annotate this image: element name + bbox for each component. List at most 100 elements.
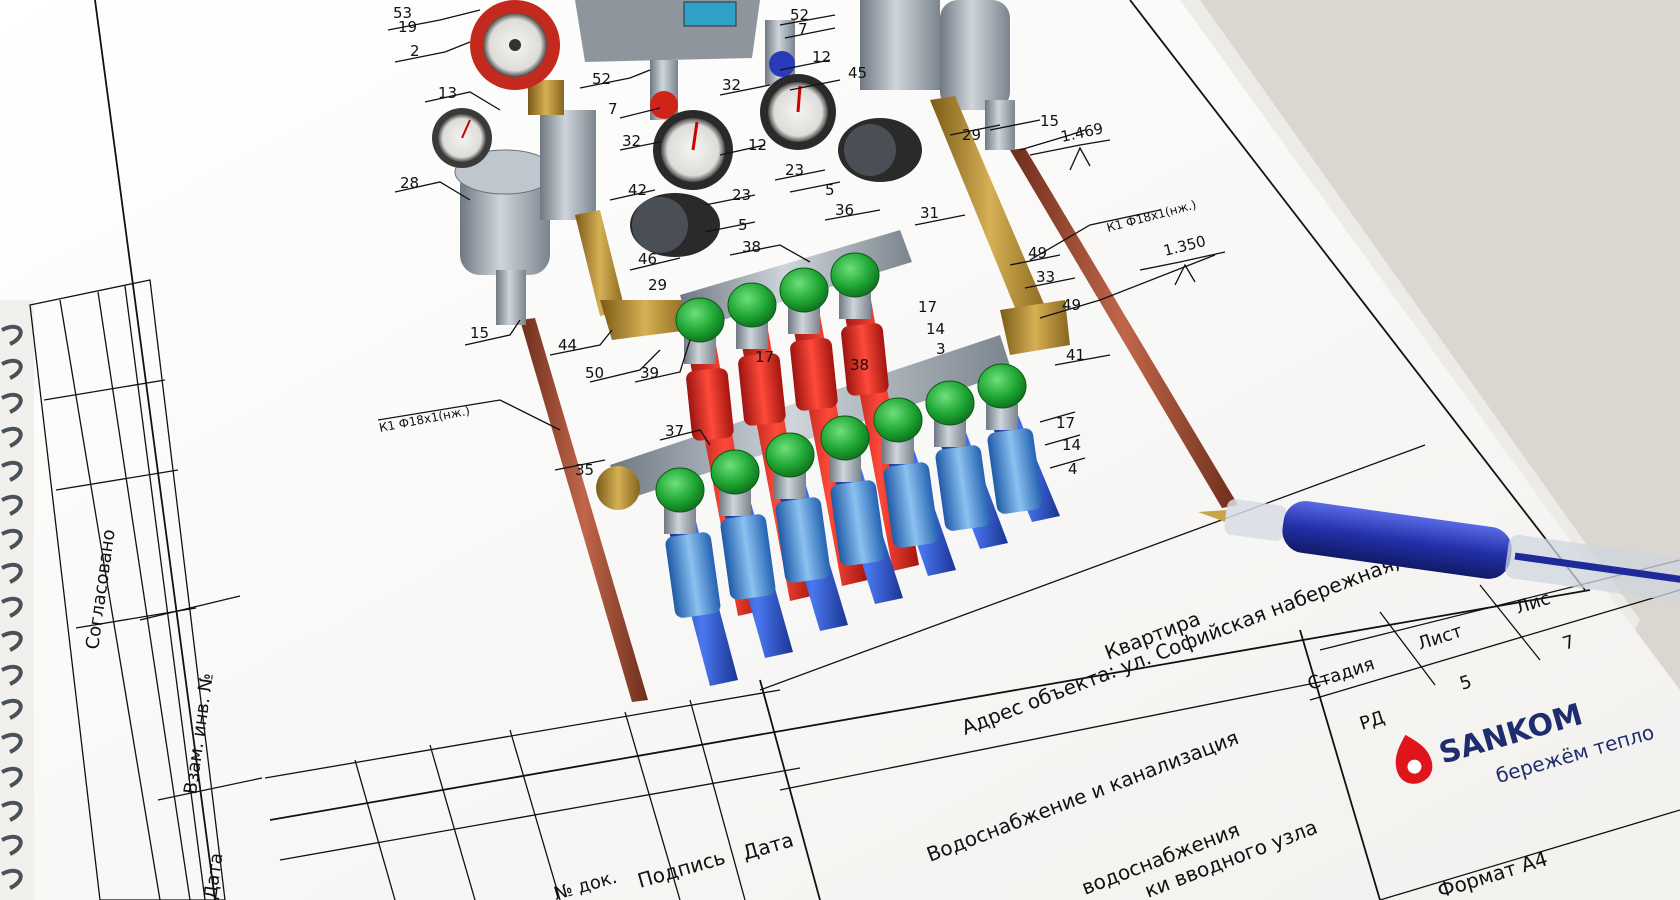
elevation-arrow-bottom bbox=[1174, 263, 1196, 286]
leader-line bbox=[774, 169, 826, 181]
title-block-row bbox=[759, 444, 1426, 691]
callout-38-lower: 38 bbox=[850, 356, 869, 374]
callout-15-right: 15 bbox=[1040, 112, 1059, 130]
leader-line bbox=[1024, 277, 1076, 289]
callout-50: 50 bbox=[585, 364, 604, 382]
binding-coil bbox=[1, 868, 23, 890]
title-block-col bbox=[1299, 629, 1381, 900]
leader-line bbox=[1044, 434, 1081, 446]
title-block-row bbox=[1309, 589, 1680, 701]
leader-line bbox=[1054, 354, 1111, 366]
callout-23-left: 23 bbox=[732, 186, 751, 204]
title-block-row bbox=[779, 679, 1331, 791]
valve-cap bbox=[675, 297, 725, 343]
valve-cap bbox=[710, 449, 760, 495]
leader-line bbox=[464, 319, 521, 346]
callout-44: 44 bbox=[558, 336, 577, 354]
copper-pipe-left bbox=[520, 318, 648, 702]
valve-cap bbox=[655, 467, 705, 513]
title-block-row bbox=[1379, 809, 1680, 900]
leader-line bbox=[1019, 129, 1086, 151]
binding-coil bbox=[1, 800, 23, 822]
boiler-unit bbox=[575, 0, 760, 62]
callout-53: 53 bbox=[393, 4, 412, 22]
drawing-frame bbox=[94, 0, 1586, 900]
callout-42: 42 bbox=[628, 181, 647, 199]
callout-4: 4 bbox=[1068, 460, 1078, 478]
valve-cap bbox=[820, 415, 870, 461]
title-block-row bbox=[264, 689, 781, 779]
leader-line bbox=[1029, 209, 1161, 261]
callout-31: 31 bbox=[920, 204, 939, 222]
leader-line bbox=[789, 79, 841, 91]
leader-line bbox=[704, 221, 756, 233]
callout-49-upper: 49 bbox=[1028, 244, 1047, 262]
callout-52-left: 52 bbox=[592, 70, 611, 88]
binding-coil bbox=[1, 528, 23, 550]
cold-hose-fitting bbox=[935, 445, 991, 531]
callout-32-left: 32 bbox=[622, 132, 641, 150]
callout-36: 36 bbox=[835, 201, 854, 219]
leader-line bbox=[1039, 254, 1216, 319]
hot-hose-fitting bbox=[841, 323, 889, 396]
callout-17-upper: 17 bbox=[918, 298, 937, 316]
callout-29-left: 29 bbox=[648, 276, 667, 294]
binding-coils bbox=[1, 324, 23, 890]
callout-28: 28 bbox=[400, 174, 419, 192]
cold-hose-fitting bbox=[720, 514, 776, 600]
leader-line bbox=[784, 27, 836, 39]
side-row-line bbox=[43, 379, 166, 401]
cold-outlet-hoses bbox=[665, 410, 1060, 686]
valve-cap bbox=[977, 363, 1027, 409]
leader-line bbox=[424, 91, 501, 111]
cold-hose-fitting bbox=[665, 532, 721, 618]
callout-41: 41 bbox=[1066, 346, 1085, 364]
leader-line bbox=[719, 144, 766, 156]
manifold-end-cap bbox=[596, 466, 640, 510]
elevation-arrow-top bbox=[1069, 146, 1091, 171]
drop-icon-inner bbox=[1407, 759, 1422, 774]
binding-coil bbox=[1, 698, 23, 720]
cold-hose-fitting bbox=[830, 480, 886, 566]
callout-14-upper: 14 bbox=[926, 320, 945, 338]
callout-12-right: 12 bbox=[812, 48, 831, 66]
water-filter-left bbox=[454, 80, 596, 325]
piping-assembly bbox=[432, 0, 1238, 702]
pen-tip bbox=[1198, 509, 1227, 522]
pressure-gauge-top-left bbox=[470, 0, 560, 90]
leader-line bbox=[949, 124, 1001, 136]
callout-7-left: 7 bbox=[608, 100, 618, 118]
callout-35: 35 bbox=[575, 461, 594, 479]
leader-line bbox=[619, 141, 661, 151]
binding-coil bbox=[1, 596, 23, 618]
hot-hose-fitting bbox=[738, 353, 786, 426]
binding-coil bbox=[1, 494, 23, 516]
callout-5-right: 5 bbox=[825, 181, 835, 199]
binding-coil bbox=[1, 324, 23, 346]
pen-ink-tube bbox=[1514, 552, 1680, 586]
callout-5-left: 5 bbox=[738, 216, 748, 234]
leader-line bbox=[1009, 254, 1061, 266]
callout-38-upper: 38 bbox=[742, 238, 761, 256]
brass-pipe-right bbox=[930, 96, 1050, 325]
leader-line bbox=[629, 257, 681, 271]
water-filter-right bbox=[860, 0, 1015, 150]
leader-line bbox=[1049, 457, 1086, 469]
cold-hose-fitting bbox=[987, 428, 1043, 514]
callout-2: 2 bbox=[410, 42, 420, 60]
valve-caps bbox=[655, 252, 1027, 534]
leader-line bbox=[659, 429, 711, 446]
binding-coil bbox=[1, 766, 23, 788]
leader-line bbox=[579, 69, 651, 89]
callout-leaders bbox=[377, 9, 1226, 471]
binding-coil bbox=[1, 664, 23, 686]
title-block-col bbox=[1479, 584, 1541, 661]
side-row-line bbox=[55, 469, 179, 491]
leader-line bbox=[729, 244, 811, 263]
callout-12-left: 12 bbox=[748, 136, 767, 154]
circulation-pump-left bbox=[630, 193, 720, 257]
pressure-gauge-right bbox=[760, 20, 836, 150]
leader-line bbox=[549, 329, 613, 356]
callout-49-lower: 49 bbox=[1062, 296, 1081, 314]
